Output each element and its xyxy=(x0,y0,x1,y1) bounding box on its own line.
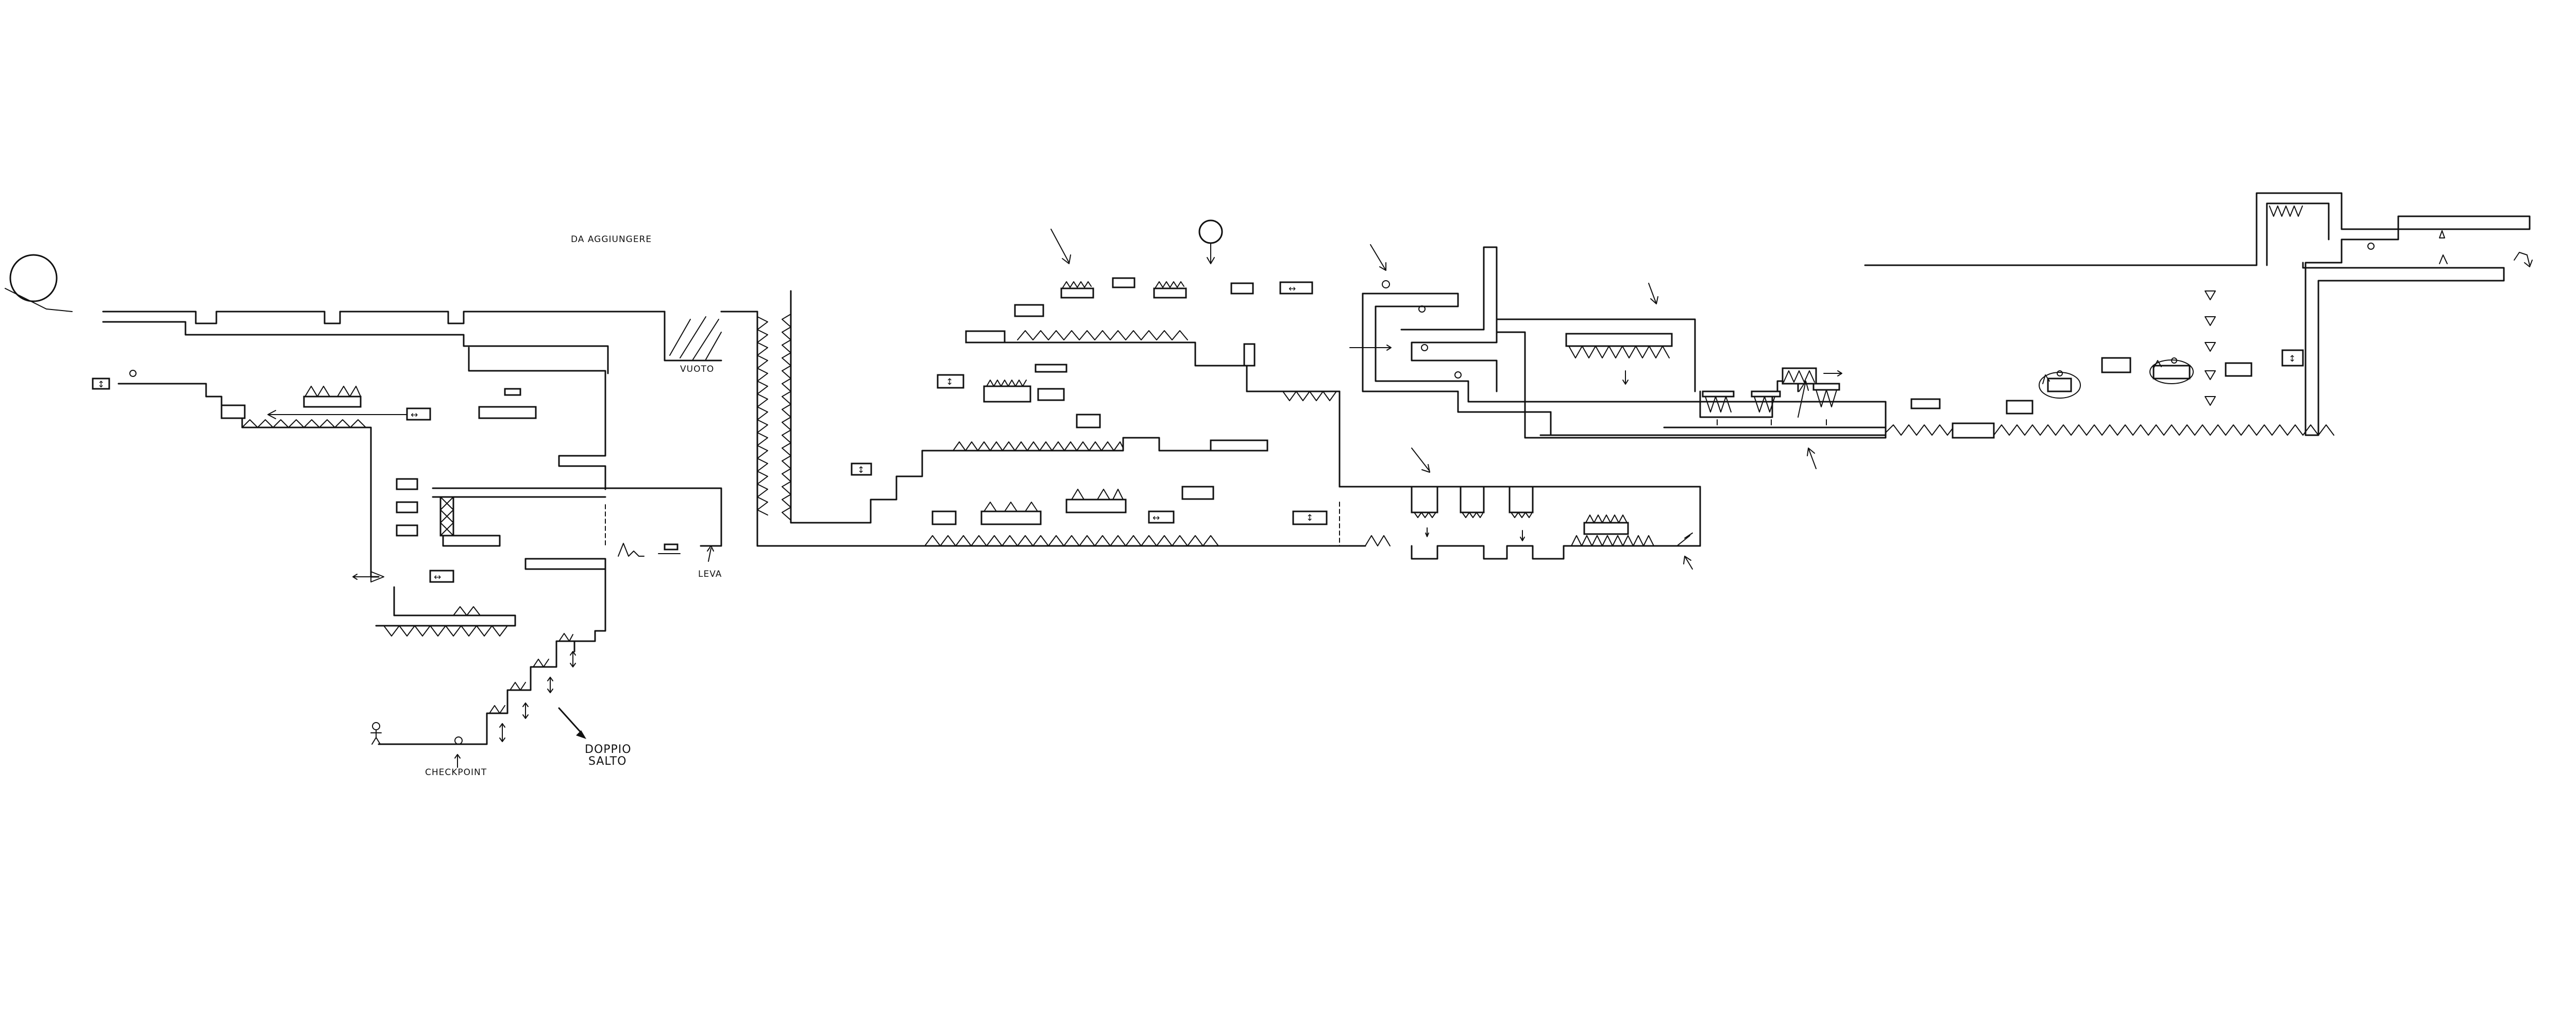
vertical-platform-icon-4: ↕ xyxy=(946,377,954,387)
vertical-platform-icon: ↕ xyxy=(97,380,105,390)
da-aggiungere-label: DA AGGIUNGERE xyxy=(571,234,652,245)
vertical-platform-icon-5: ↕ xyxy=(2289,354,2296,364)
section-pipes xyxy=(1340,245,1886,569)
checkpoint-label: CHECKPOINT xyxy=(425,767,487,778)
salto-label: SALTO xyxy=(588,755,626,768)
vertical-platform-icon-2: ↕ xyxy=(857,465,865,475)
section-start: VUOTO DA AGGIUNGERE ↕ ↔ xyxy=(5,234,757,778)
balloon-icon xyxy=(1199,220,1222,243)
leva-label: LEVA xyxy=(698,569,722,579)
horizontal-platform-icon-2: ↔ xyxy=(434,572,442,582)
horizontal-platform-icon-3: ↔ xyxy=(1153,513,1160,523)
top-ceiling xyxy=(103,312,665,323)
lever-icon xyxy=(707,546,714,561)
section-middle: ↕ ↔ ↕ ↕ xyxy=(721,220,1700,546)
coin-icon xyxy=(130,370,136,376)
horizontal-platform-icon-4: ↔ xyxy=(1289,284,1296,294)
top-floor xyxy=(103,322,608,373)
checkpoint-coin-icon xyxy=(455,737,462,744)
player-icon xyxy=(371,723,381,744)
key-icon xyxy=(1382,281,1389,288)
void-hatch xyxy=(665,312,721,360)
vertical-platform-icon-3: ↕ xyxy=(1306,513,1314,523)
vuoto-label: VUOTO xyxy=(680,364,714,374)
doppio-label: DOPPIO xyxy=(585,743,632,756)
horizontal-platform-icon-1: ↔ xyxy=(411,410,418,420)
